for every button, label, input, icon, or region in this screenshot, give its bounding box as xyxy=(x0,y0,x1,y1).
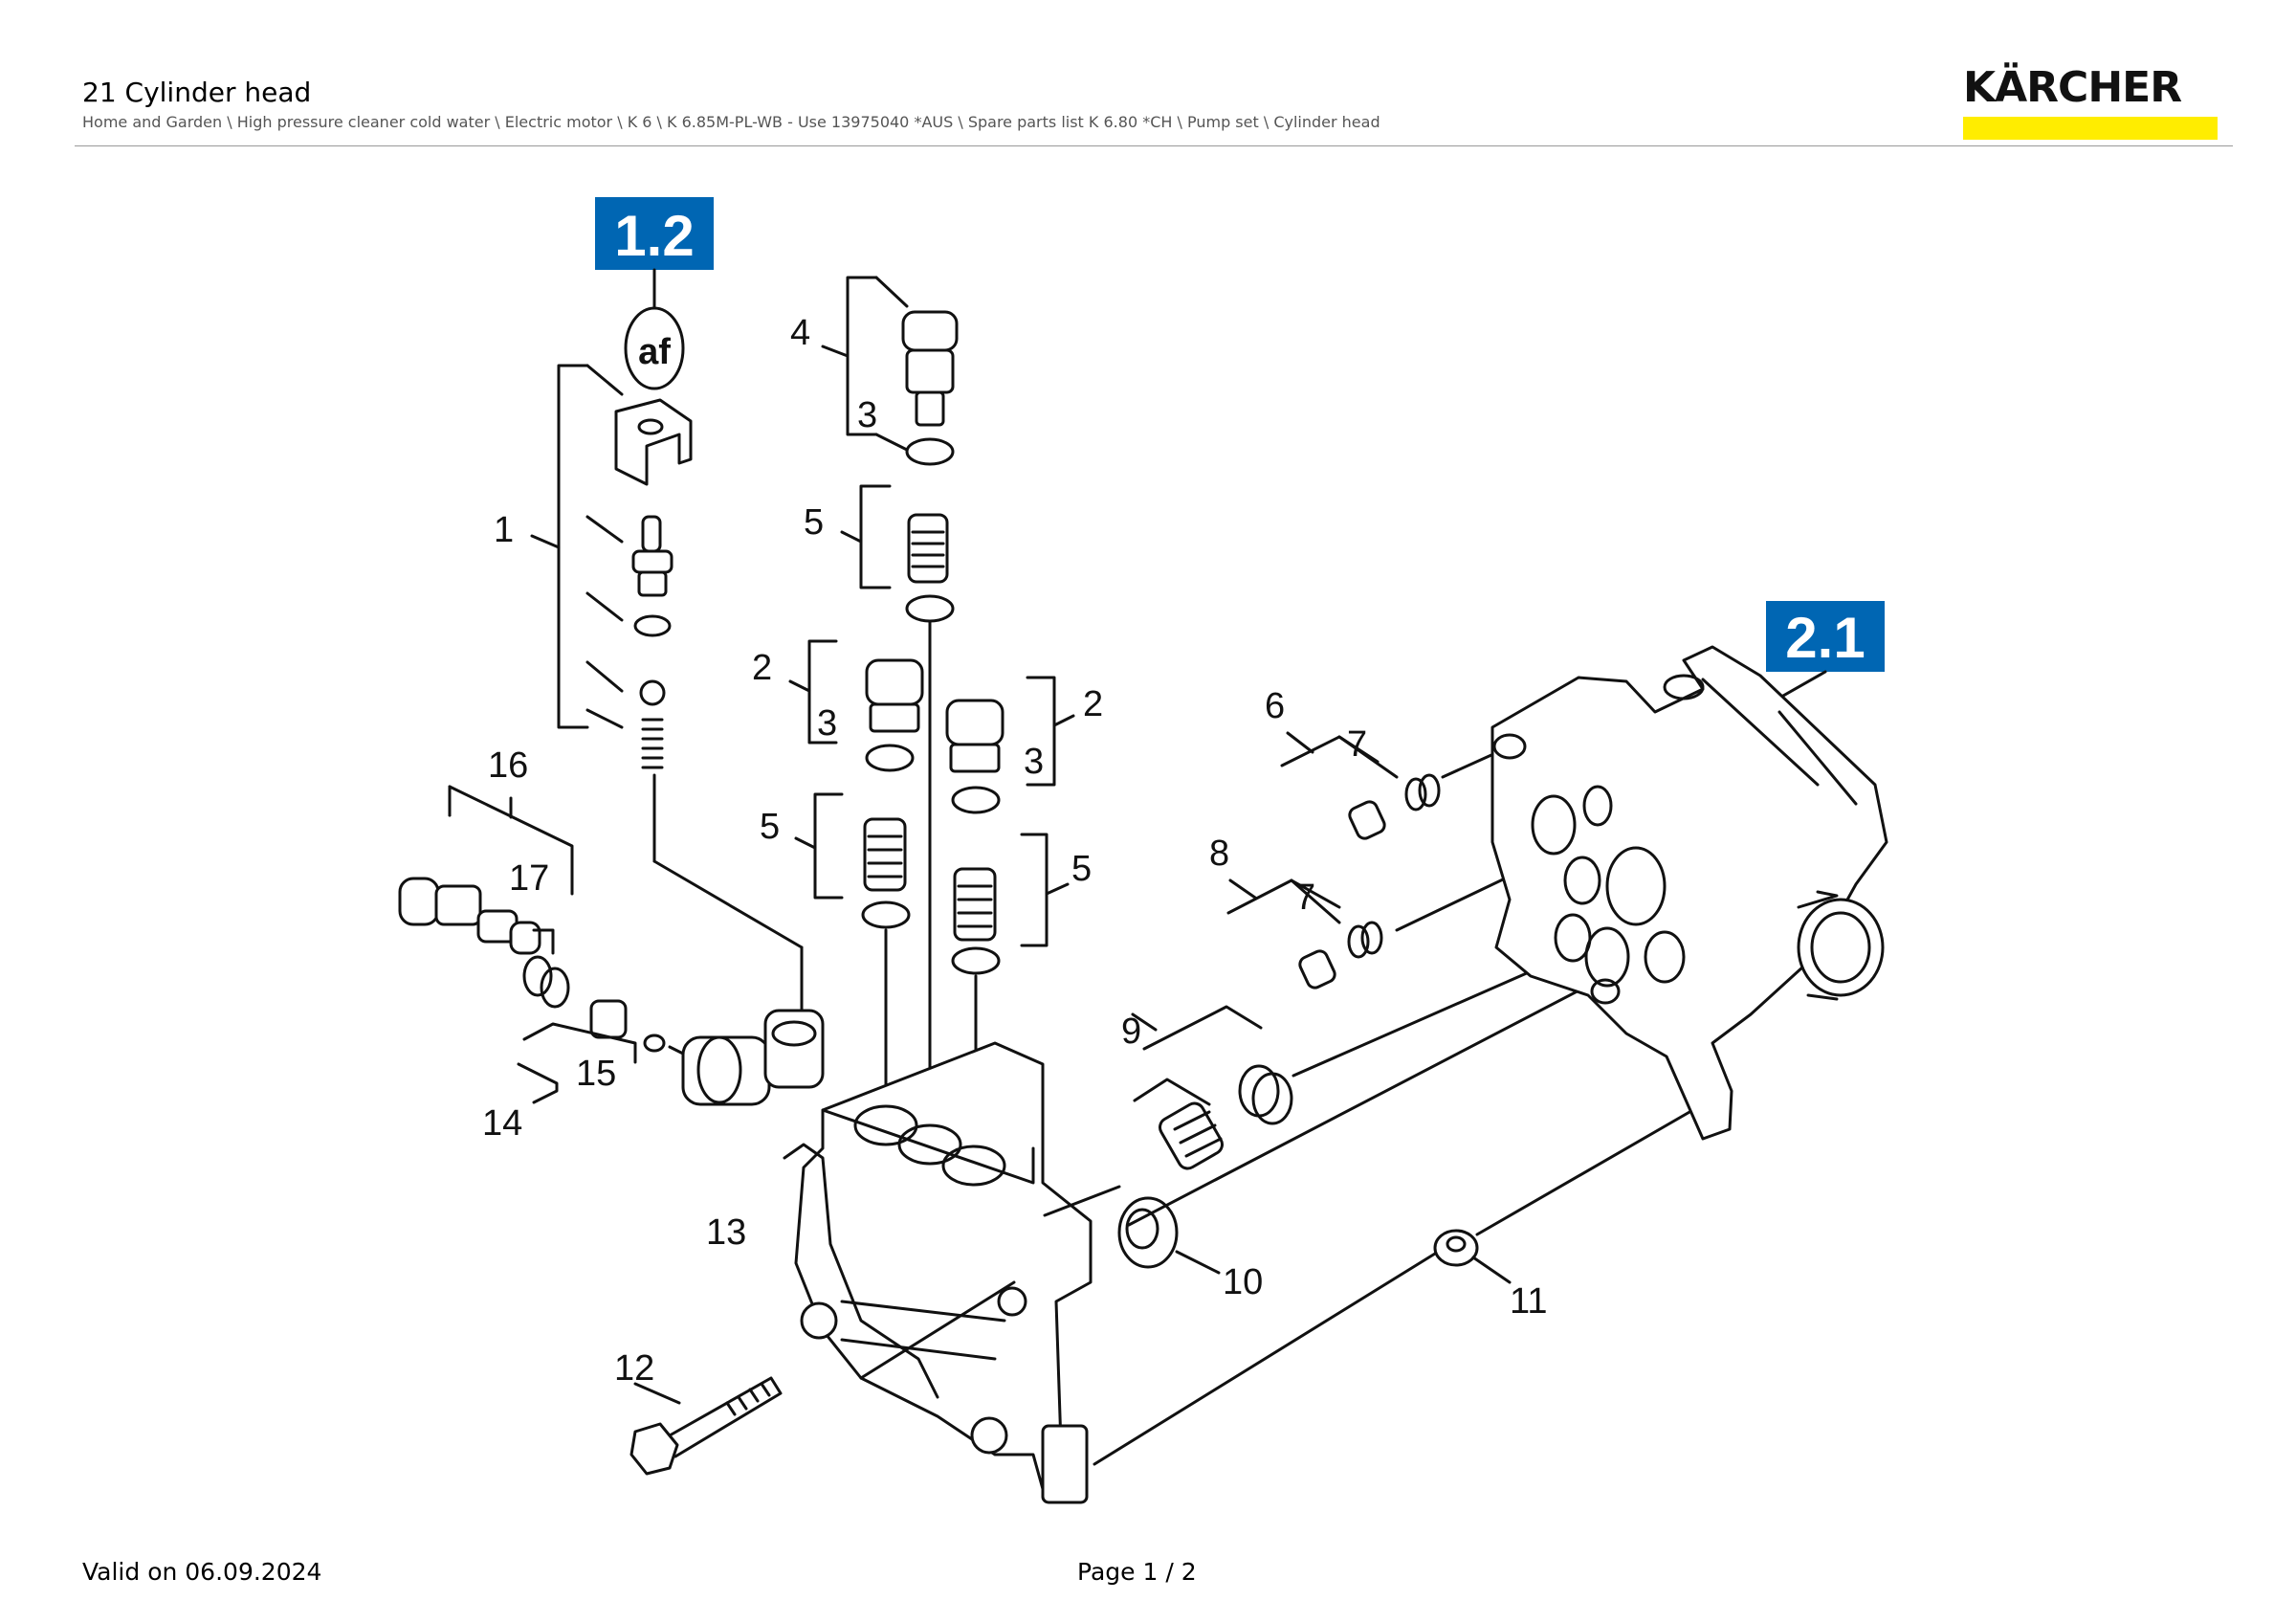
part-group-9 xyxy=(1127,936,1609,1227)
callout-7a: 7 xyxy=(1347,724,1367,765)
part-group-5a xyxy=(840,484,955,1131)
seal-10 xyxy=(1043,1185,1221,1275)
callout-17: 17 xyxy=(509,858,549,899)
header-divider xyxy=(75,145,2233,146)
callout-3c: 3 xyxy=(1024,742,1044,782)
exploded-parts-diagram: 1.2 af 2.1 xyxy=(398,197,1888,1504)
af-label: af xyxy=(638,332,671,372)
callout-3a: 3 xyxy=(857,395,877,435)
valid-on-date: Valid on 06.09.2024 xyxy=(82,1558,322,1586)
callout-8: 8 xyxy=(1209,834,1229,874)
seal-11 xyxy=(1093,1102,1705,1466)
page-indicator: Page 1 / 2 xyxy=(1077,1558,1197,1586)
part-group-1 xyxy=(530,364,804,1016)
part-group-8 xyxy=(1226,878,1383,989)
callout-9: 9 xyxy=(1121,1012,1141,1052)
ref-box-1-2-label: 1.2 xyxy=(614,204,694,268)
part-group-2a xyxy=(788,639,924,772)
callout-13: 13 xyxy=(706,1212,746,1253)
callout-5b: 5 xyxy=(760,807,780,847)
cylinder-head-2-1 xyxy=(1490,645,1888,1141)
part-group-4 xyxy=(821,276,959,466)
callout-2a: 2 xyxy=(752,648,772,688)
callout-1: 1 xyxy=(494,510,514,550)
page-title: 21 Cylinder head xyxy=(82,77,312,108)
ref-box-1-2[interactable]: 1.2 xyxy=(595,197,714,270)
callout-12: 12 xyxy=(614,1348,654,1389)
callout-labels: 1 2 2 3 3 3 4 5 5 5 6 7 7 8 9 10 11 12 1… xyxy=(482,313,1547,1389)
callout-10: 10 xyxy=(1223,1262,1263,1302)
callout-14: 14 xyxy=(482,1103,522,1144)
pump-housing-13 xyxy=(681,1009,1093,1504)
af-symbol: af xyxy=(624,306,685,390)
callout-11: 11 xyxy=(1510,1281,1547,1322)
ref-box-2-1-label: 2.1 xyxy=(1785,606,1865,670)
logo-yellow-bar xyxy=(1963,117,2218,140)
brand-logo: KÄRCHER xyxy=(1963,63,2219,140)
callout-2b: 2 xyxy=(1083,684,1103,724)
callout-3b: 3 xyxy=(817,703,837,744)
callout-5a: 5 xyxy=(804,502,824,543)
part-group-16 xyxy=(398,785,691,1104)
callout-6: 6 xyxy=(1265,686,1285,726)
callout-15: 15 xyxy=(576,1054,616,1094)
bolt-12 xyxy=(629,1376,783,1476)
part-group-5b xyxy=(794,792,911,1112)
logo-wordmark: KÄRCHER xyxy=(1963,63,2182,112)
callout-7b: 7 xyxy=(1295,878,1315,918)
callout-5c: 5 xyxy=(1071,849,1092,889)
callout-4: 4 xyxy=(790,313,810,353)
callout-16: 16 xyxy=(488,745,528,786)
part-group-2b xyxy=(945,676,1075,814)
ref-box-2-1[interactable]: 2.1 xyxy=(1766,601,1885,672)
breadcrumb: Home and Garden \ High pressure cleaner … xyxy=(82,113,1380,131)
